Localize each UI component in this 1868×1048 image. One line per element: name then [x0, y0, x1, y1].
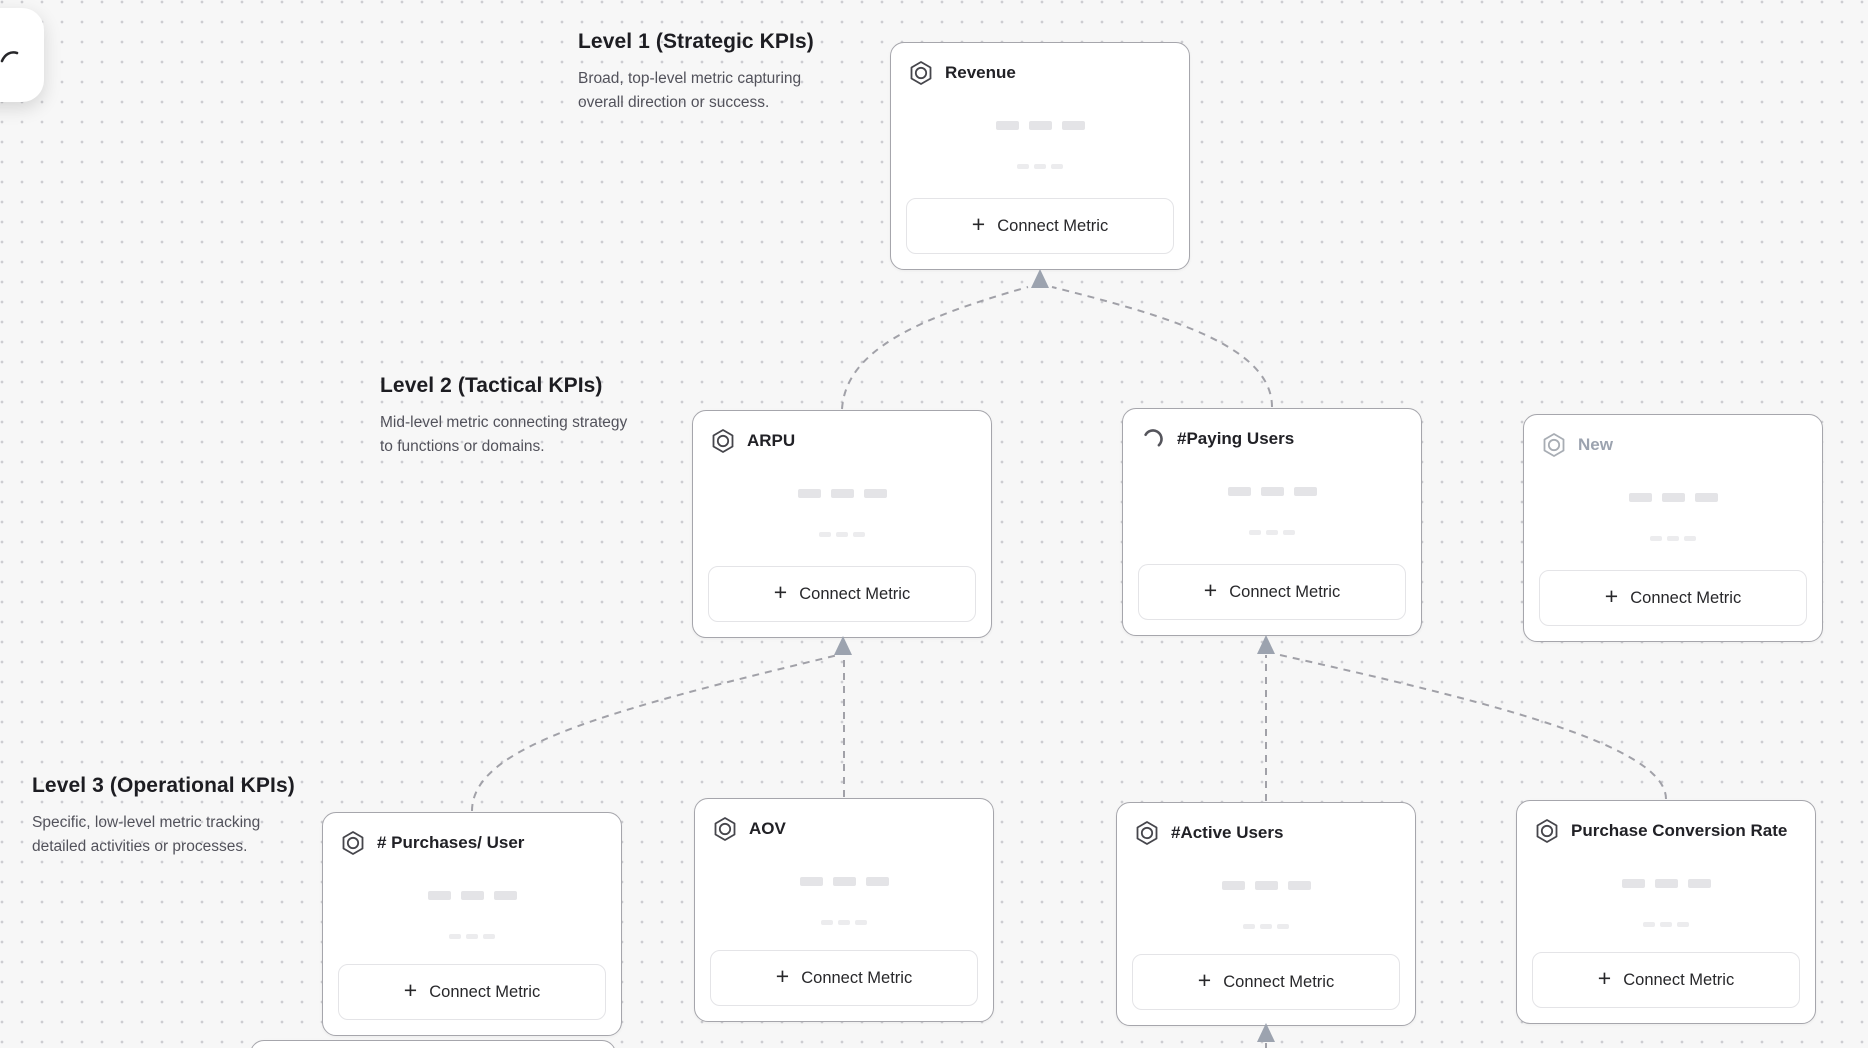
plus-icon: + — [773, 579, 788, 605]
metric-card-header: #Active Users — [1117, 803, 1415, 846]
connect-metric-button[interactable]: + Connect Metric — [1539, 570, 1807, 626]
level-1-label: Level 1 (Strategic KPIs) Broad, top-leve… — [578, 30, 998, 115]
plus-icon: + — [1197, 967, 1212, 993]
spinner-icon — [1143, 429, 1163, 449]
connect-metric-label: Connect Metric — [997, 216, 1109, 235]
metric-card-purchase-conversion-rate[interactable]: Purchase Conversion Rate + Connect Metri… — [1516, 800, 1816, 1024]
connect-metric-button[interactable]: + Connect Metric — [338, 964, 606, 1020]
chart-skeleton — [1517, 879, 1815, 927]
connector-arrow — [834, 636, 852, 655]
connector-arrow — [1031, 269, 1049, 288]
level-1-heading: Level 1 (Strategic KPIs) — [578, 30, 814, 53]
hexagon-metric-icon — [910, 61, 932, 85]
hexagon-metric-icon — [1136, 821, 1158, 845]
metric-card-header: ARPU — [693, 411, 991, 454]
metric-card-header: # Purchases/ User — [323, 813, 621, 856]
metric-card-revenue[interactable]: Revenue + Connect Metric — [890, 42, 1190, 270]
chart-skeleton — [693, 489, 991, 537]
metric-card-header: Purchase Conversion Rate — [1517, 801, 1815, 844]
metric-card-title: AOV — [749, 819, 786, 838]
canvas-tool-button[interactable] — [0, 8, 44, 102]
plus-icon: + — [1203, 577, 1218, 603]
metric-card-title: Revenue — [945, 63, 1016, 82]
connect-metric-label: Connect Metric — [1229, 582, 1341, 601]
metric-card-purchases-per-user[interactable]: # Purchases/ User + Connect Metric — [322, 812, 622, 1036]
chart-skeleton — [1524, 493, 1822, 541]
metric-card-title: Purchase Conversion Rate — [1571, 821, 1788, 840]
connector-line — [1279, 654, 1667, 800]
connect-metric-label: Connect Metric — [429, 982, 541, 1001]
cursor-icon — [0, 51, 19, 63]
metric-card-new[interactable]: New + Connect Metric — [1523, 414, 1823, 642]
chart-skeleton — [1117, 881, 1415, 929]
connector-arrow — [1257, 635, 1275, 654]
hexagon-metric-icon — [1536, 819, 1558, 843]
connect-metric-label: Connect Metric — [1223, 972, 1335, 991]
level-3-label: Level 3 (Operational KPIs) Specific, low… — [32, 774, 452, 859]
metric-card-title: # Purchases/ User — [377, 833, 525, 852]
plus-icon: + — [971, 211, 986, 237]
chart-skeleton — [323, 891, 621, 939]
metric-card-header: AOV — [695, 799, 993, 842]
level-2-label: Level 2 (Tactical KPIs) Mid-level metric… — [380, 374, 800, 459]
chart-skeleton — [891, 121, 1189, 169]
hexagon-metric-icon — [712, 429, 734, 453]
metric-card-title: ARPU — [747, 431, 796, 450]
connect-metric-label: Connect Metric — [801, 968, 913, 987]
metric-card-active-users[interactable]: #Active Users + Connect Metric — [1116, 802, 1416, 1026]
level-2-description: Mid-level metric connecting strategy to … — [380, 414, 628, 455]
level-3-heading: Level 3 (Operational KPIs) — [32, 774, 295, 797]
chart-skeleton — [695, 877, 993, 925]
metric-card-title: New — [1578, 435, 1613, 454]
plus-icon: + — [1604, 583, 1619, 609]
plus-icon: + — [1597, 965, 1612, 991]
connect-metric-button[interactable]: + Connect Metric — [710, 950, 978, 1006]
connect-metric-button[interactable]: + Connect Metric — [708, 566, 976, 622]
level-2-heading: Level 2 (Tactical KPIs) — [380, 374, 603, 397]
plus-icon: + — [403, 977, 418, 1003]
connector-line — [841, 286, 1029, 410]
connect-metric-label: Connect Metric — [1630, 588, 1742, 607]
metric-card-arpu[interactable]: ARPU + Connect Metric — [692, 410, 992, 638]
metric-card-aov[interactable]: AOV + Connect Metric — [694, 798, 994, 1022]
metric-card-header: New — [1524, 415, 1822, 458]
level-1-description: Broad, top-level metric capturing overal… — [578, 70, 802, 111]
level-3-description: Specific, low-level metric tracking deta… — [32, 814, 261, 855]
connector-line — [1051, 286, 1273, 408]
connect-metric-button[interactable]: + Connect Metric — [1138, 564, 1406, 620]
metric-card-paying-users[interactable]: #Paying Users + Connect Metric — [1122, 408, 1422, 636]
connect-metric-button[interactable]: + Connect Metric — [1132, 954, 1400, 1010]
metric-card-partial[interactable] — [250, 1040, 616, 1048]
plus-icon: + — [775, 963, 790, 989]
metric-card-title: #Paying Users — [1177, 429, 1295, 448]
connect-metric-label: Connect Metric — [799, 584, 911, 603]
connect-metric-button[interactable]: + Connect Metric — [906, 198, 1174, 254]
connector-line — [471, 654, 839, 812]
hexagon-metric-icon — [714, 817, 736, 841]
chart-skeleton — [1123, 487, 1421, 535]
metric-card-title: #Active Users — [1171, 823, 1284, 842]
metric-card-header: #Paying Users — [1123, 409, 1421, 452]
hexagon-metric-icon — [1543, 433, 1565, 457]
hexagon-metric-icon — [342, 831, 364, 855]
connect-metric-label: Connect Metric — [1623, 970, 1735, 989]
connect-metric-button[interactable]: + Connect Metric — [1532, 952, 1800, 1008]
metric-card-header: Revenue — [891, 43, 1189, 86]
